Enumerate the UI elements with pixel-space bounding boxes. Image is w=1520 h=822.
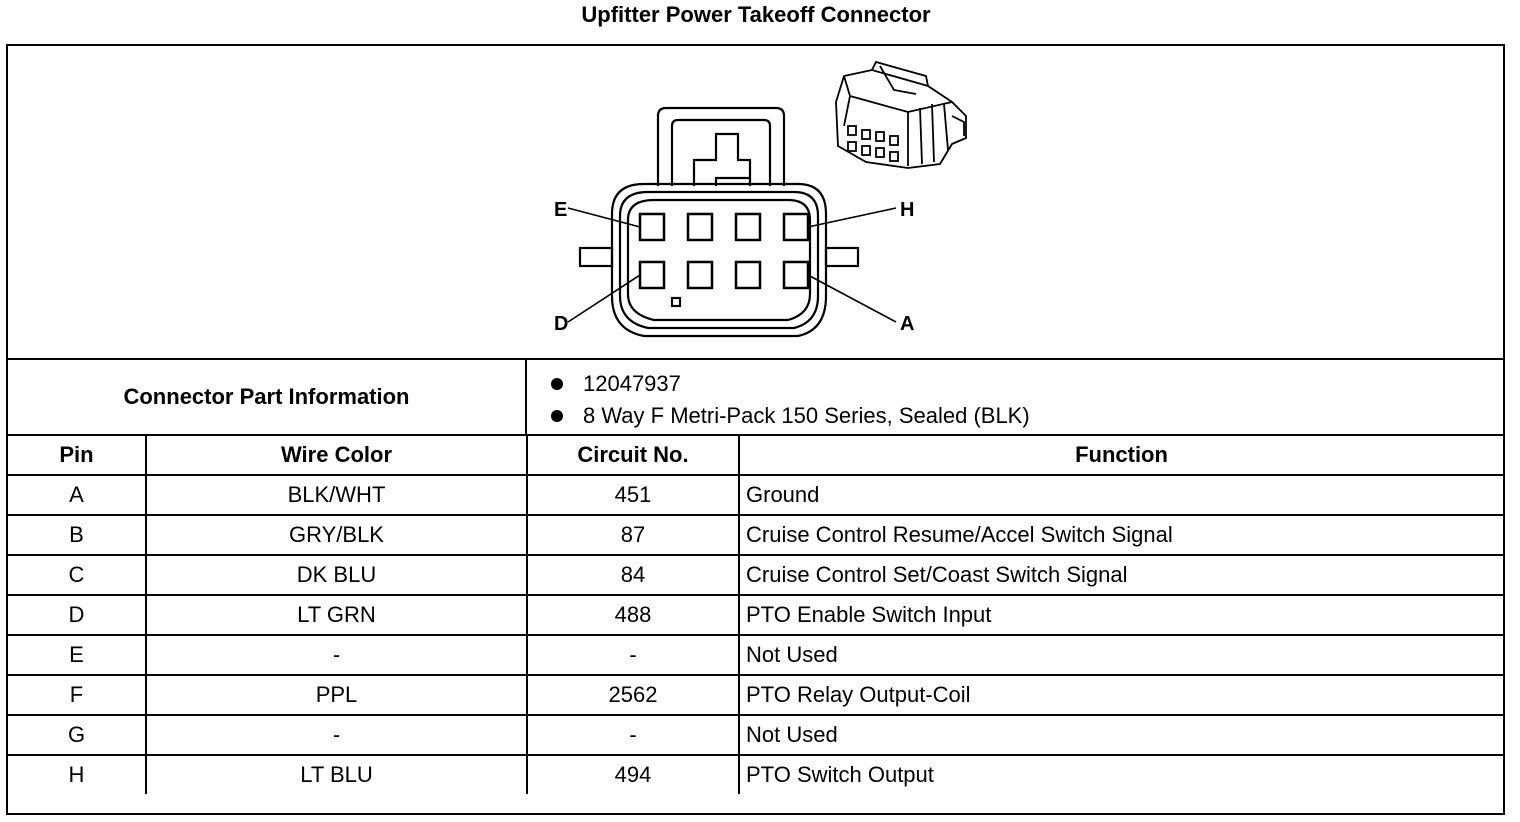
pin-cell: C (8, 554, 147, 596)
cavity-B (734, 260, 762, 290)
connector-latch (656, 106, 786, 186)
table-row: H LT BLU 494 PTO Switch Output (8, 754, 1503, 794)
table-header-row: Pin Wire Color Circuit No. Function (8, 436, 1503, 476)
cavity-H (782, 212, 810, 242)
function-cell: Not Used (738, 714, 1503, 756)
pin-cell: D (8, 594, 147, 636)
wire-color-cell: - (145, 714, 528, 756)
left-key (578, 246, 614, 268)
wire-color-cell: LT GRN (145, 594, 528, 636)
circuit-cell: 84 (526, 554, 740, 596)
pin-cell: E (8, 634, 147, 676)
connector-face-diagram: E H D A (554, 60, 967, 338)
wire-color-cell: LT BLU (145, 754, 528, 794)
cavity-E (638, 212, 666, 242)
header-wire-color: Wire Color (145, 436, 528, 476)
table-row: E - - Not Used (8, 634, 1503, 676)
wire-color-cell: DK BLU (145, 554, 528, 596)
wire-color-cell: BLK/WHT (145, 474, 528, 516)
table-row: B GRY/BLK 87 Cruise Control Resume/Accel… (8, 514, 1503, 556)
pin-label-H: H (900, 199, 914, 221)
header-circuit-no: Circuit No. (526, 436, 740, 476)
part-info-item: 8 Way F Metri-Pack 150 Series, Sealed (B… (551, 400, 1497, 432)
right-key (824, 246, 860, 268)
circuit-cell: 87 (526, 514, 740, 556)
pin-label-E: E (554, 199, 567, 221)
connector-part-information: Connector Part Information 12047937 8 Wa… (8, 360, 1503, 436)
table-row: D LT GRN 488 PTO Enable Switch Input (8, 594, 1503, 636)
cavity-F (686, 212, 714, 242)
header-function: Function (738, 436, 1503, 476)
cavity-G (734, 212, 762, 242)
pinout-table: Pin Wire Color Circuit No. Function A BL… (8, 436, 1503, 794)
table-row: F PPL 2562 PTO Relay Output-Coil (8, 674, 1503, 716)
pin-cell: B (8, 514, 147, 556)
function-cell: Not Used (738, 634, 1503, 676)
cavity-A (782, 260, 810, 290)
circuit-cell: - (526, 714, 740, 756)
circuit-cell: 488 (526, 594, 740, 636)
wire-color-cell: PPL (145, 674, 528, 716)
function-cell: PTO Switch Output (738, 754, 1503, 794)
leader-H (807, 207, 897, 228)
cavity-D (638, 260, 666, 290)
leader-A (807, 274, 897, 323)
part-info-list: 12047937 8 Way F Metri-Pack 150 Series, … (527, 360, 1497, 434)
connector-sheet: E H D A (6, 44, 1505, 815)
table-row: C DK BLU 84 Cruise Control Set/Coast Swi… (8, 554, 1503, 596)
function-cell: Cruise Control Resume/Accel Switch Signa… (738, 514, 1503, 556)
connector-housing (610, 182, 828, 338)
bullet-icon (551, 378, 563, 390)
part-number: 12047937 (583, 371, 681, 396)
circuit-cell: 451 (526, 474, 740, 516)
pin-cavities (638, 212, 810, 290)
connector-description: 8 Way F Metri-Pack 150 Series, Sealed (B… (583, 403, 1030, 428)
table-row: A BLK/WHT 451 Ground (8, 474, 1503, 516)
connector-drawing: E H D A (8, 46, 1503, 360)
connector-3d-view (835, 60, 967, 169)
pin-cell: H (8, 754, 147, 794)
pin-label-D: D (554, 313, 568, 335)
wire-color-cell: GRY/BLK (145, 514, 528, 556)
circuit-cell: 2562 (526, 674, 740, 716)
function-cell: Cruise Control Set/Coast Switch Signal (738, 554, 1503, 596)
pin-cell: G (8, 714, 147, 756)
function-cell: PTO Enable Switch Input (738, 594, 1503, 636)
part-info-label: Connector Part Information (8, 360, 527, 434)
cavity-C (686, 260, 714, 290)
wire-color-cell: - (145, 634, 528, 676)
part-info-item: 12047937 (551, 368, 1497, 400)
pin-cell: F (8, 674, 147, 716)
header-pin: Pin (8, 436, 147, 476)
bullet-icon (551, 410, 563, 422)
pin-cell: A (8, 474, 147, 516)
function-cell: PTO Relay Output-Coil (738, 674, 1503, 716)
pin-label-A: A (900, 313, 914, 335)
leader-E (567, 207, 641, 228)
page-title: Upfitter Power Takeoff Connector (581, 2, 931, 27)
circuit-cell: 494 (526, 754, 740, 794)
leader-D (567, 274, 641, 323)
function-cell: Ground (738, 474, 1503, 516)
circuit-cell: - (526, 634, 740, 676)
table-row: G - - Not Used (8, 714, 1503, 756)
